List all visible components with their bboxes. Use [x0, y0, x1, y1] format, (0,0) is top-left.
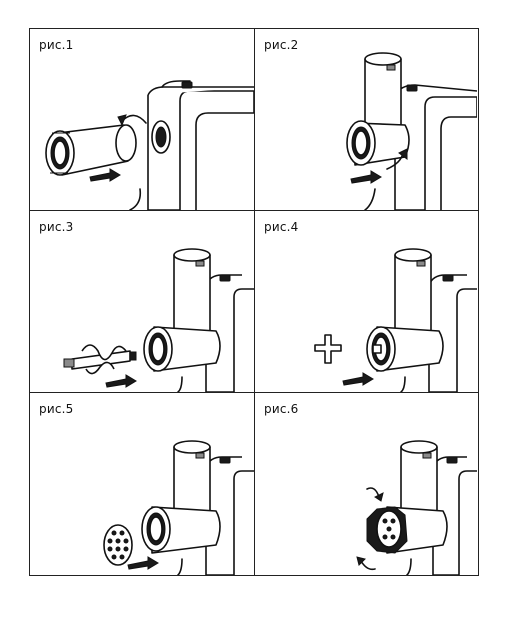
illustration-lock-tube	[346, 52, 477, 210]
figure-panel-2: рис.2	[255, 29, 478, 211]
figure-panel-6: рис.6	[255, 393, 478, 575]
figure-label: рис.4	[264, 220, 299, 234]
illustration-insert-disk	[103, 440, 254, 575]
figure-panel-1: рис.1	[30, 29, 255, 211]
figure-label: рис.1	[39, 38, 74, 52]
figure-label: рис.5	[39, 402, 74, 416]
figure-label: рис.6	[264, 402, 299, 416]
figure-label: рис.2	[264, 38, 299, 52]
figure-grid: рис.1 рис.2	[29, 28, 479, 576]
figure-panel-3: рис.3	[30, 211, 255, 393]
figure-label: рис.3	[39, 220, 74, 234]
illustration-tighten-ring	[356, 440, 477, 575]
illustration-attach-tube	[45, 80, 254, 210]
illustration-insert-blade	[314, 248, 477, 392]
figure-panel-5: рис.5	[30, 393, 255, 575]
figure-panel-4: рис.4	[255, 211, 478, 393]
illustration-insert-auger	[63, 248, 254, 392]
